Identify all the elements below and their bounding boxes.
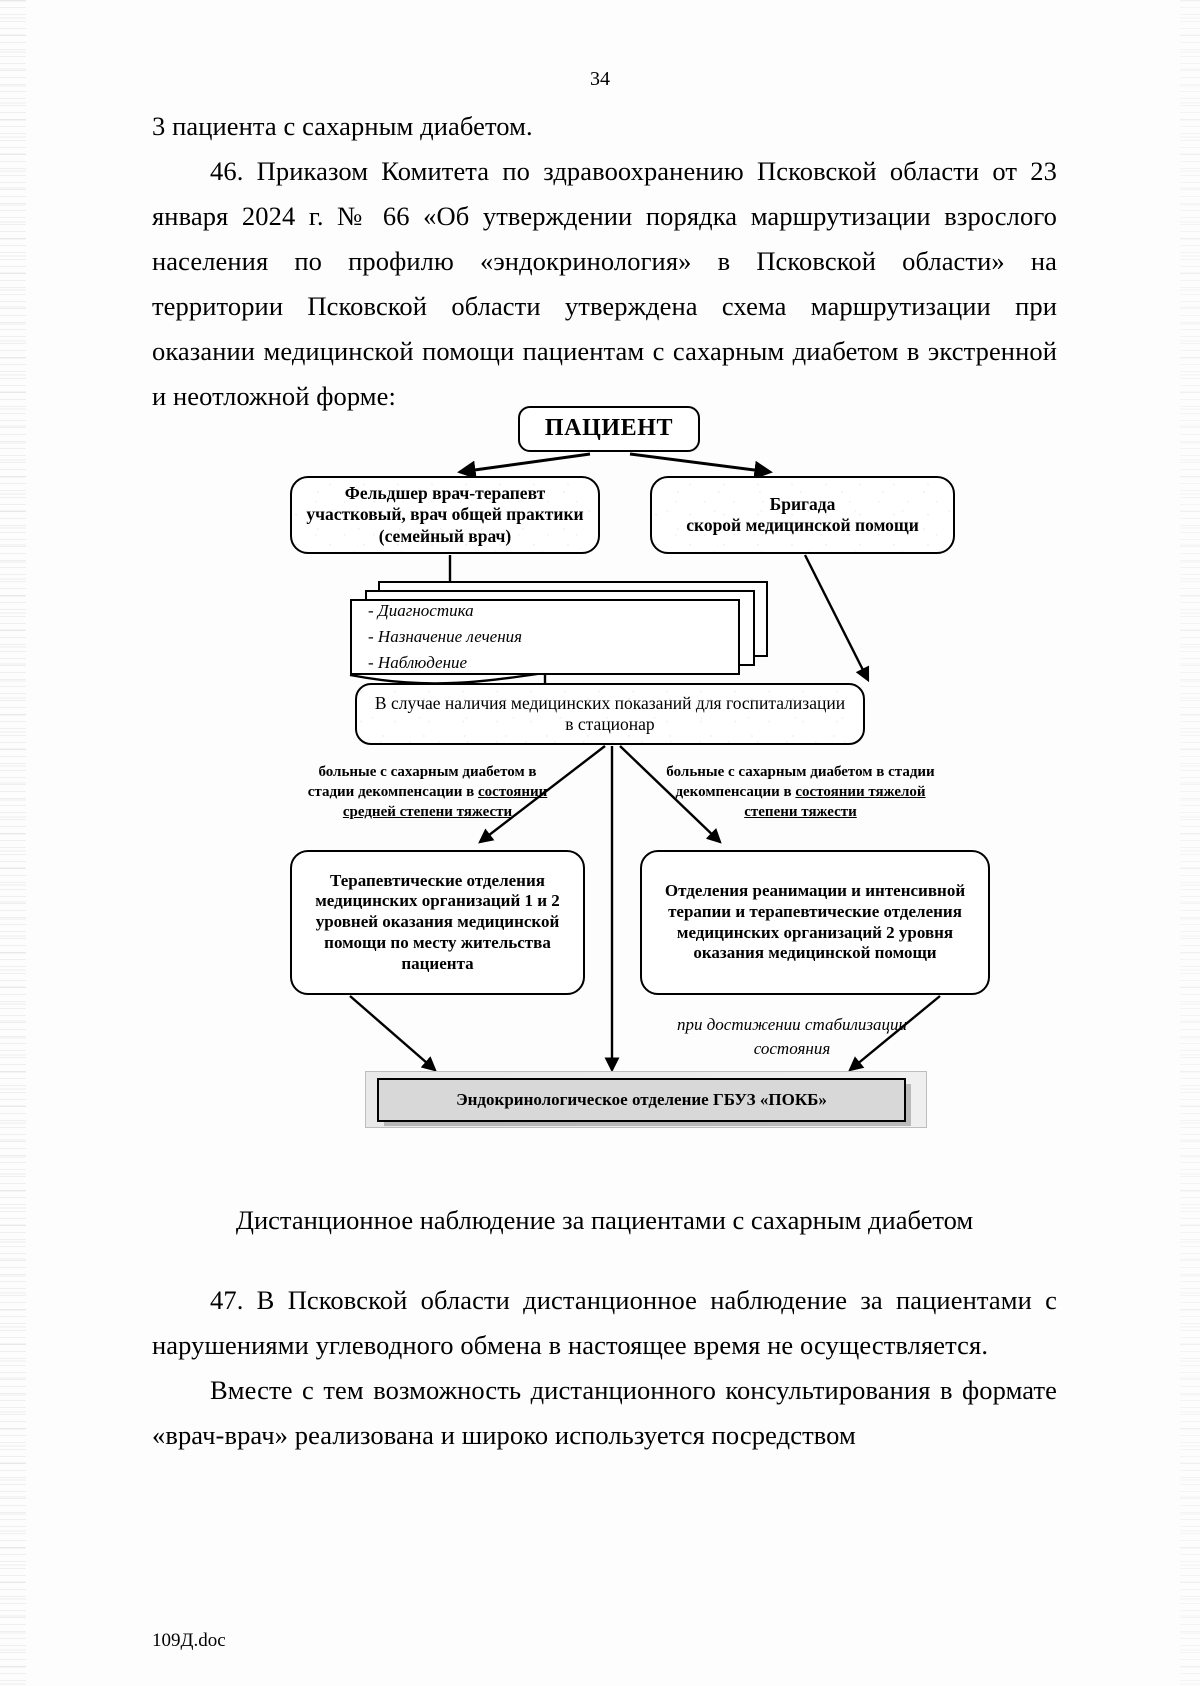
page-number: 34 <box>590 68 610 90</box>
paragraph-continuation: 3 пациента с сахарным диабетом. <box>152 111 533 141</box>
node-feldsher-line1: Фельдшер врач-терапевт <box>344 482 546 503</box>
node-tasks-items: - Диагностика - Назначение лечения - Наб… <box>352 598 522 675</box>
node-icu-line3: медицинских организаций 2 уровня <box>676 922 954 942</box>
edge-label-moderate-severity: больные с сахарным диабетом в стадии дек… <box>300 763 555 823</box>
node-feldsher-label: Фельдшер врач-терапевт участковый, врач … <box>298 479 591 551</box>
task-item-diagnostics: - Диагностика <box>368 601 474 621</box>
edge-label-moderate-underlined: состоянии средней степени тяжести <box>342 783 548 820</box>
node-therapy-line3: уровней оказания медицинской <box>315 912 560 932</box>
edge-label-stabilization: при достижении стабилизации состояния <box>637 1013 947 1061</box>
node-ambulance-brigade[interactable]: Бригада скорой медицинской помощи <box>650 476 955 554</box>
node-therapy-line4: помощи по месту жительства <box>324 932 551 952</box>
node-icu-label: Отделения реанимации и интенсивной терап… <box>657 877 973 968</box>
node-therapy-line2: медицинских организаций 1 и 2 <box>315 891 560 911</box>
section-subheading: Дистанционное наблюдение за пациентами с… <box>235 1205 974 1235</box>
node-hospital-line2: в стационар <box>565 714 655 734</box>
routing-scheme-diagram: ПАЦИЕНТ Фельдшер врач-терапевт участковы… <box>150 398 1060 1128</box>
document-filename-footer: 109Д.doc <box>152 1630 226 1651</box>
document-body-tail: 47. В Псковской области дистанционное на… <box>152 1278 1057 1458</box>
node-brigade-label: Бригада скорой медицинской помощи <box>678 490 927 541</box>
edge-label-stabilization-line1: при достижении стабилизации <box>676 1015 908 1034</box>
paragraph-46: 46. Приказом Комитета по здравоохранению… <box>152 156 1057 411</box>
node-therapy-label: Терапевтические отделения медицинских ор… <box>307 867 568 979</box>
node-feldsher-line2: участковый, врач общей практики <box>306 504 584 525</box>
node-tasks-list[interactable]: - Диагностика - Назначение лечения - Наб… <box>350 599 740 675</box>
node-brigade-line2: скорой медицинской помощи <box>686 515 919 535</box>
paragraph-47: 47. В Псковской области дистанционное на… <box>152 1285 1057 1360</box>
document-body: 3 пациента с сахарным диабетом. 46. Прик… <box>152 104 1057 419</box>
node-endocrinology-department[interactable]: Эндокринологическое отделение ГБУЗ «ПОКБ… <box>377 1078 906 1122</box>
edge-label-moderate-plain: больные с сахарным диабетом в стадии дек… <box>307 764 537 800</box>
edge-label-stabilization-line2: состояния <box>753 1038 831 1058</box>
paragraph-48: Вместе с тем возможность дистанционного … <box>152 1375 1057 1450</box>
page-edge-scan-noise-right <box>1180 0 1200 1686</box>
node-therapy-line5: пациента <box>401 953 474 973</box>
task-item-treatment: - Назначение лечения <box>368 627 523 647</box>
node-hospital-line1: В случае наличия медицинских показаний д… <box>374 692 846 713</box>
node-endocrine-label: Эндокринологическое отделение ГБУЗ «ПОКБ… <box>456 1090 827 1109</box>
node-icu-line2: терапии и терапевтические отделения <box>668 901 962 921</box>
node-feldsher[interactable]: Фельдшер врач-терапевт участковый, врач … <box>290 476 600 554</box>
node-therapy-line1: Терапевтические отделения <box>330 870 545 890</box>
node-therapeutic-departments[interactable]: Терапевтические отделения медицинских ор… <box>290 850 585 995</box>
node-feldsher-line3: (семейный врач) <box>378 525 512 546</box>
node-brigade-line1: Бригада <box>769 493 836 514</box>
edge-label-severe-severity: больные с сахарным диабетом в стадии дек… <box>658 763 943 823</box>
node-patient-label: ПАЦИЕНТ <box>544 415 674 442</box>
edge-label-severe-plain: больные с сахарным диабетом в стадии дек… <box>666 764 935 800</box>
page-edge-scan-noise-left <box>0 0 26 1686</box>
node-hospital-label: В случае наличия медицинских показаний д… <box>367 689 853 740</box>
node-hospitalization-indication[interactable]: В случае наличия медицинских показаний д… <box>355 683 865 745</box>
edge-label-severe-underlined: состоянии тяжелой степени тяжести <box>744 783 926 820</box>
node-icu-line4: оказания медицинской помощи <box>693 943 937 963</box>
node-icu-line1: Отделения реанимации и интенсивной <box>664 881 966 901</box>
node-icu-departments[interactable]: Отделения реанимации и интенсивной терап… <box>640 850 990 995</box>
task-item-observation: - Наблюдение <box>368 652 468 672</box>
diagram-connectors <box>349 452 941 1073</box>
node-patient[interactable]: ПАЦИЕНТ <box>518 406 700 452</box>
